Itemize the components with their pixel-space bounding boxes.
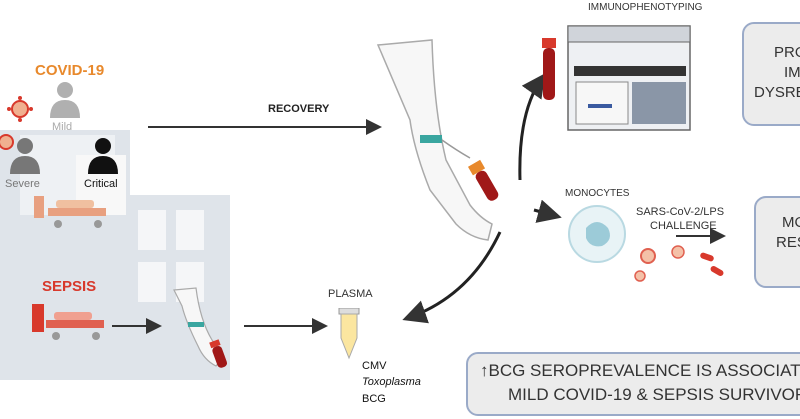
result-box-top-line2: IM — [784, 64, 800, 81]
sepsis-title: SEPSIS — [42, 278, 97, 295]
result-box-bottom: ↑BCG SEROPREVALENCE IS ASSOCIAT MILD COV… — [466, 352, 800, 416]
blood-tube-icon — [542, 38, 556, 100]
person-mild-icon — [50, 82, 80, 118]
hospital-bed-icon — [32, 304, 104, 340]
recovery-label: RECOVERY — [268, 103, 330, 115]
result-box-middle-line2: RES — [776, 234, 800, 251]
virus-icon — [7, 96, 33, 122]
challenge-label-line2: CHALLENGE — [650, 220, 717, 232]
monocyte-icon — [568, 205, 626, 263]
result-box-middle-line1: MO — [782, 214, 800, 231]
result-box-bottom-line1: ↑BCG SEROPREVALENCE IS ASSOCIAT — [480, 361, 800, 380]
severity-severe-label: Severe — [5, 178, 40, 190]
result-box-bottom-line2: MILD COVID-19 & SEPSIS SURVIVOR — [508, 385, 800, 404]
virus-icon — [0, 134, 14, 150]
hospital-bed-icon — [34, 196, 106, 228]
plasma-label: PLASMA — [328, 288, 373, 300]
covid-title: COVID-19 — [35, 62, 105, 79]
result-box-top: PRO IM DYSRE — [742, 22, 800, 126]
plasma-tube-icon — [338, 308, 360, 360]
blood-tube-icon — [209, 339, 228, 368]
severity-critical-label: Critical — [84, 178, 118, 190]
plasma-test-toxoplasma: Toxoplasma — [362, 376, 421, 388]
person-critical-icon — [88, 138, 118, 174]
monocytes-label: MONOCYTES — [565, 188, 630, 199]
plasma-test-bcg: BCG — [362, 393, 386, 405]
result-box-top-line3: DYSRE — [754, 84, 800, 101]
blood-tube-icon — [467, 159, 499, 201]
challenge-label-line1: SARS-CoV-2/LPS — [636, 206, 725, 218]
immunophenotyping-label: IMMUNOPHENOTYPING — [588, 2, 703, 13]
virus-and-bacteria-icons — [634, 245, 724, 282]
person-severe-icon — [10, 138, 40, 174]
result-box-top-line1: PRO — [774, 44, 800, 61]
flow-cytometer-icon — [567, 25, 691, 131]
plasma-test-cmv: CMV — [362, 360, 387, 372]
result-box-middle: MO RES — [754, 196, 800, 288]
severity-mild-label: Mild — [52, 121, 73, 133]
